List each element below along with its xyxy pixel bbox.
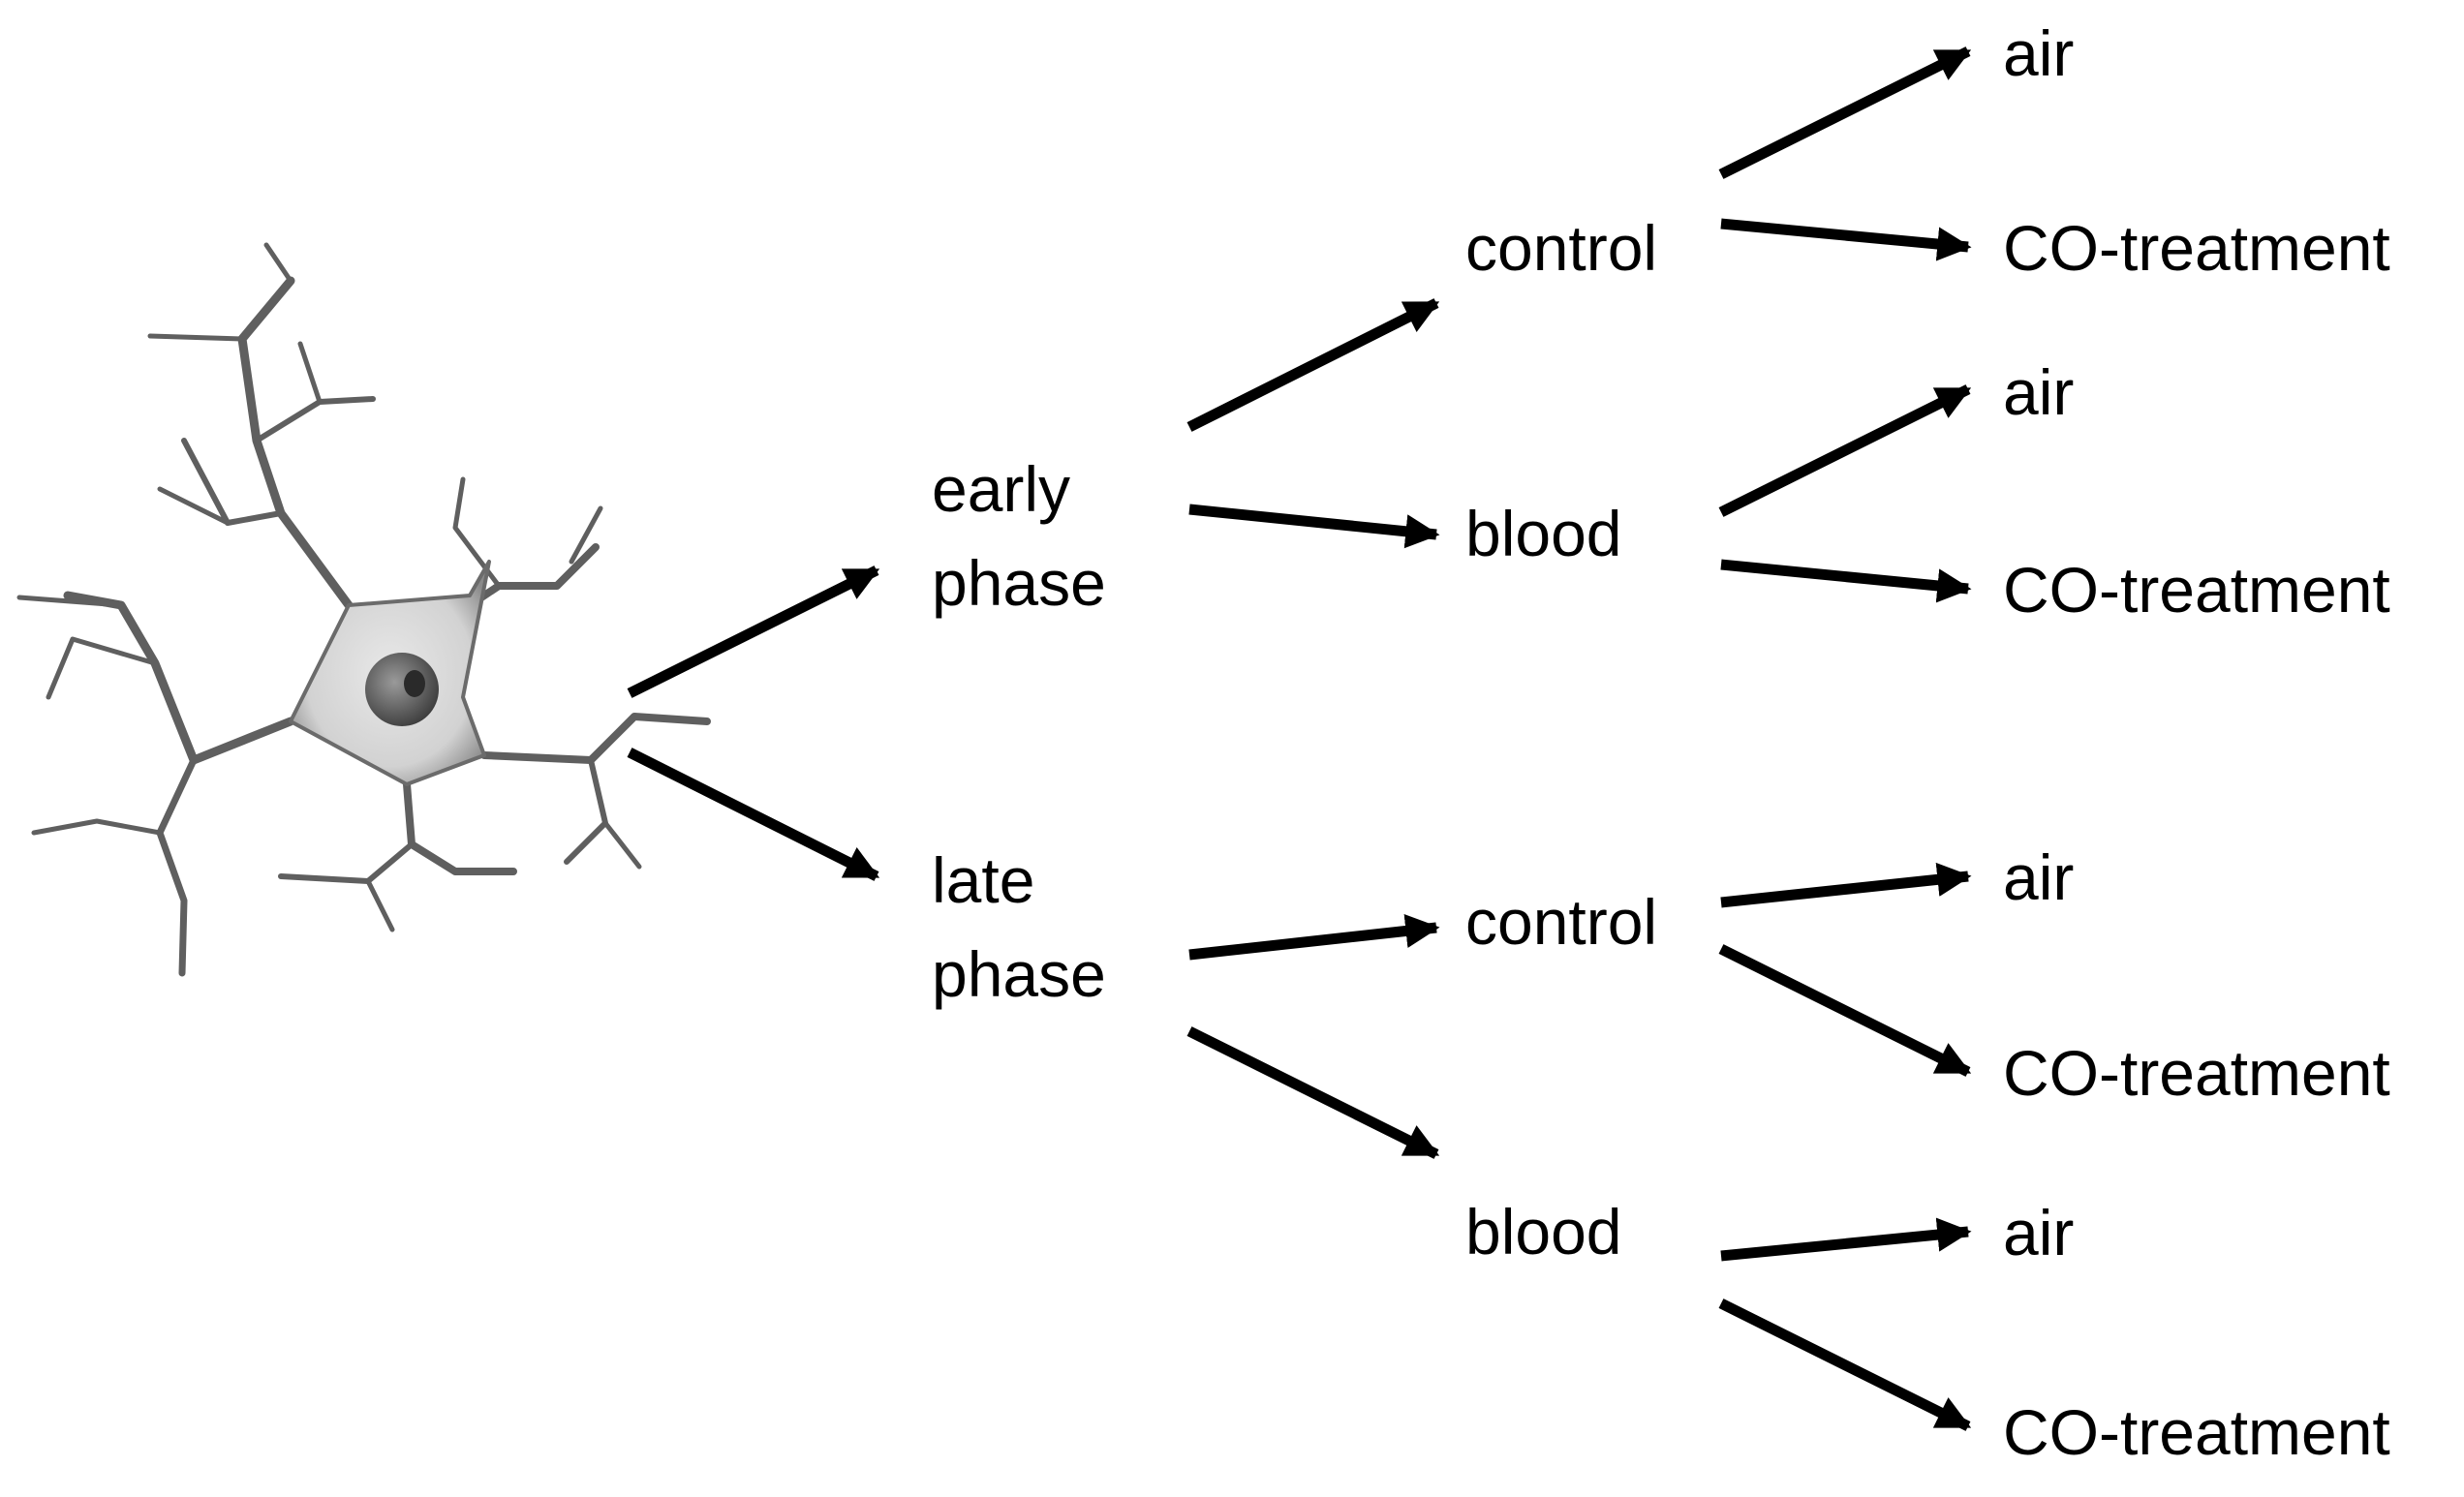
arrow-early-control-to-co bbox=[1720, 218, 1972, 261]
arrow-late-control-to-co bbox=[1718, 944, 1972, 1077]
nucleolus-icon bbox=[404, 670, 425, 697]
leaf-label-early-blood-air: air bbox=[2003, 356, 2074, 428]
arrow-late-blood-to-air bbox=[1720, 1217, 1972, 1262]
arrow-early-blood-to-co bbox=[1720, 559, 1972, 603]
leaf-label-late-blood-co: CO-treatment bbox=[2003, 1396, 2390, 1468]
arrow-late-to-control bbox=[1188, 913, 1440, 961]
leaf-label-late-blood-air: air bbox=[2003, 1197, 2074, 1268]
arrow-neuron-to-early-phase bbox=[627, 565, 880, 698]
group-labels: control blood control blood bbox=[1465, 212, 1657, 1268]
arrow-early-control-to-air bbox=[1718, 46, 1972, 179]
group-label-early-blood: blood bbox=[1465, 498, 1622, 569]
arrow-early-blood-to-air bbox=[1718, 384, 1972, 517]
phase-label-late-line1: late bbox=[932, 844, 1034, 916]
arrows bbox=[627, 46, 1972, 1431]
leaf-label-late-control-co: CO-treatment bbox=[2003, 1037, 2390, 1109]
arrow-early-to-blood bbox=[1188, 504, 1440, 549]
arrow-late-to-blood bbox=[1186, 1026, 1440, 1159]
group-label-late-blood: blood bbox=[1465, 1196, 1622, 1268]
nucleus-icon bbox=[365, 653, 439, 726]
phase-label-early-line2: phase bbox=[932, 547, 1106, 619]
group-label-late-control: control bbox=[1465, 886, 1657, 958]
group-label-early-control: control bbox=[1465, 212, 1657, 284]
leaf-label-early-control-air: air bbox=[2003, 17, 2074, 89]
neuron-icon bbox=[16, 242, 711, 977]
phase-label-late-line2: phase bbox=[932, 938, 1106, 1010]
arrow-early-to-control bbox=[1186, 298, 1440, 432]
leaf-labels: air CO-treatment air CO-treatment air CO… bbox=[2003, 17, 2390, 1468]
arrow-late-control-to-air bbox=[1720, 862, 1972, 908]
phase-label-early-line1: early bbox=[932, 453, 1070, 525]
leaf-label-early-blood-co: CO-treatment bbox=[2003, 554, 2390, 626]
phase-labels: early phase late phase bbox=[932, 453, 1106, 1010]
arrow-neuron-to-late-phase bbox=[627, 748, 880, 881]
leaf-label-late-control-air: air bbox=[2003, 841, 2074, 913]
arrow-late-blood-to-co bbox=[1718, 1298, 1972, 1431]
leaf-label-early-control-co: CO-treatment bbox=[2003, 212, 2390, 284]
